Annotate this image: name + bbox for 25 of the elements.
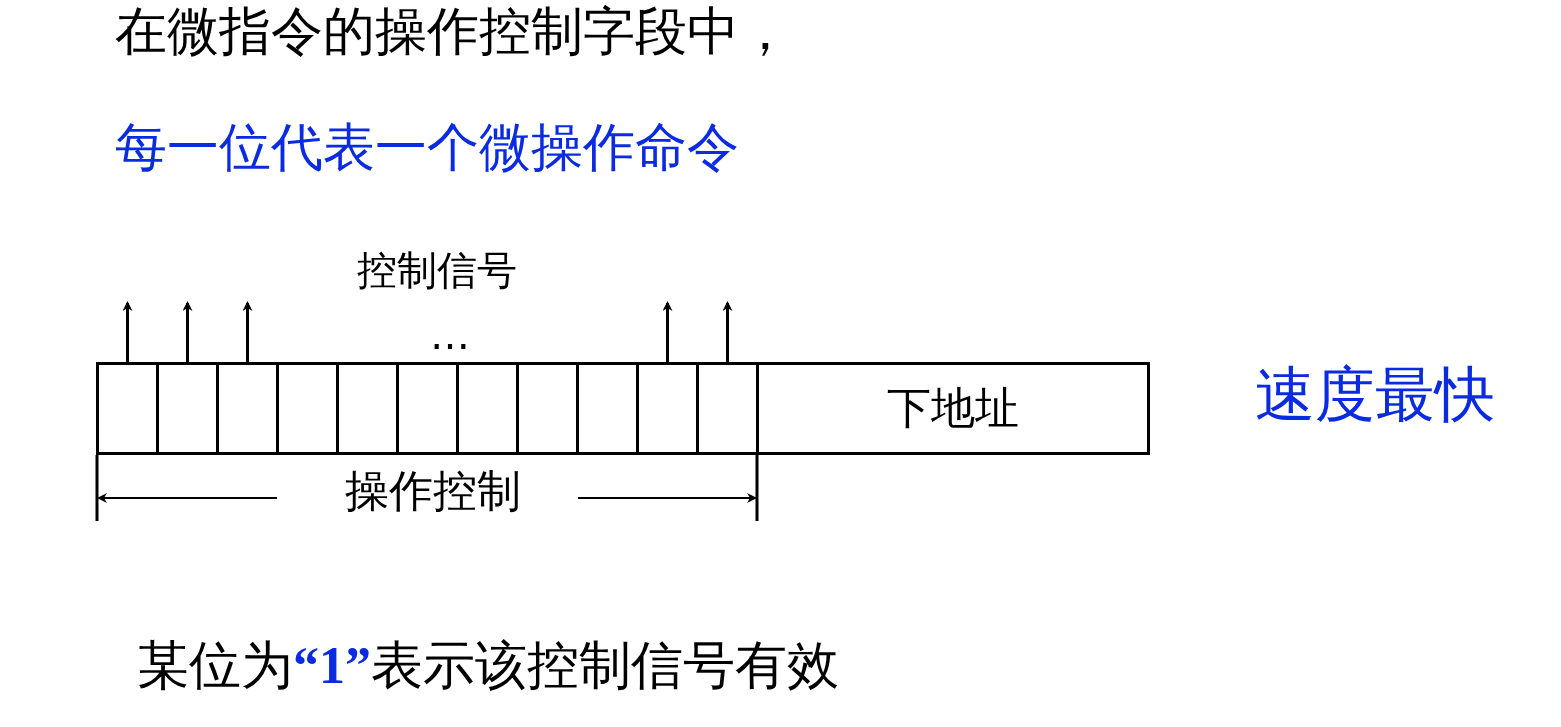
bit-cell	[156, 362, 219, 455]
ellipsis: …	[430, 312, 470, 358]
speed-note: 速度最快	[1255, 360, 1495, 429]
bit-cell	[576, 362, 639, 455]
signal-arrow	[242, 301, 253, 362]
signal-arrow	[722, 301, 733, 362]
dimension-label: 操作控制	[345, 466, 521, 517]
footnote: 某位为“1”表示该控制信号有效	[137, 636, 839, 696]
field-text: 下地址	[887, 381, 1019, 435]
bit-cell	[636, 362, 699, 455]
address-field	[756, 362, 1150, 455]
field-label: 控制信号	[357, 247, 517, 293]
bit-cell	[696, 362, 759, 455]
heading: 在微指令的操作控制字段中，	[115, 2, 791, 62]
bit-cell	[396, 362, 459, 455]
bit-cell	[516, 362, 579, 455]
bit-cell	[216, 362, 279, 455]
signal-arrow	[182, 301, 193, 362]
signal-arrow	[122, 301, 133, 362]
bit-cell	[456, 362, 519, 455]
bit-cell	[96, 362, 159, 455]
bit-cell	[276, 362, 339, 455]
subheading: 每一位代表一个微操作命令	[115, 118, 739, 178]
bit-cell	[336, 362, 399, 455]
signal-arrow	[662, 301, 673, 362]
